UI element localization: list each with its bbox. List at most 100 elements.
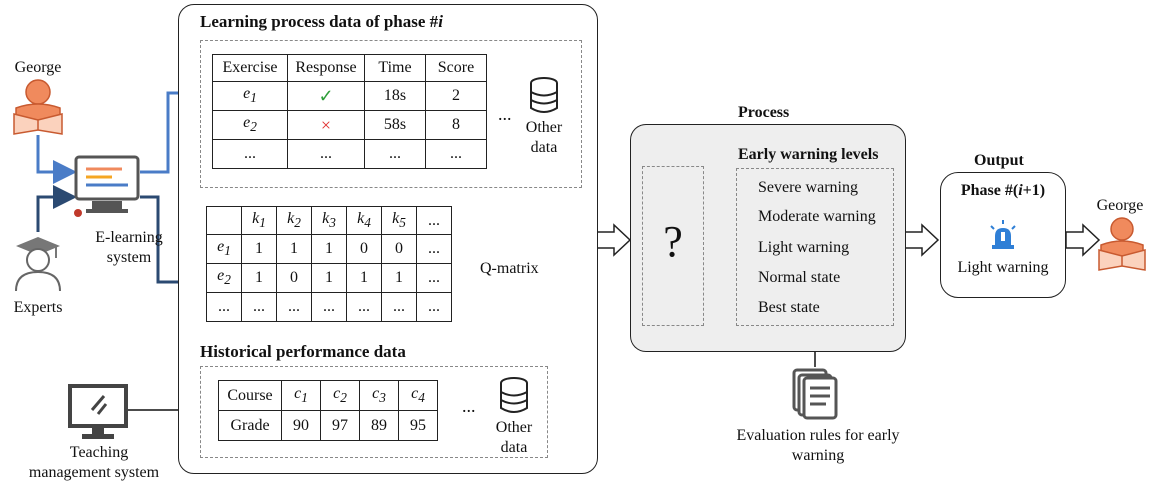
qmatrix-cell: 1 [381, 263, 417, 293]
qmatrix-col-header: k5 [381, 206, 417, 235]
score-header: Score [425, 54, 487, 82]
exercise-cell: ... [212, 139, 288, 169]
output-phase-label: Phase #(i+1) [960, 182, 1046, 199]
qmatrix-col-header: k3 [311, 206, 347, 235]
qmatrix-cell: 1 [311, 263, 347, 293]
historical-dashed-box [200, 366, 548, 458]
qmatrix-cell: 1 [346, 263, 382, 293]
time-cell: 18s [364, 81, 426, 111]
qmatrix-cell: ... [311, 292, 347, 322]
rules-label-line1: Evaluation rules for early [736, 427, 900, 444]
experts-label: Experts [13, 299, 63, 316]
exercise-cell: e1 [212, 81, 288, 111]
panel-to-process-arrow [596, 223, 632, 257]
course-col-header: c3 [359, 380, 399, 411]
output-to-student-arrow [1065, 223, 1101, 257]
exercise-dashed-box [200, 40, 582, 188]
qmatrix-col-header: ... [416, 206, 452, 235]
grade-cell: 89 [359, 410, 399, 441]
level-light: Light warning [758, 239, 850, 256]
qmatrix-cell: 0 [276, 263, 312, 293]
experts-to-system-arrow [36, 185, 77, 232]
elearning-system-label: E-learning system [95, 229, 163, 266]
qmatrix-cell: ... [416, 234, 452, 264]
course-header: Course [218, 380, 282, 411]
other-data-label: Other data [495, 419, 533, 456]
qmatrix-corner [206, 206, 242, 235]
teaching-label-line1: Teaching [69, 444, 129, 461]
cross-mark-icon: × [287, 110, 365, 140]
score-cell: ... [425, 139, 487, 169]
response-cell: ... [287, 139, 365, 169]
grade-label: Grade [218, 410, 282, 441]
levels-dashed-box [736, 168, 894, 326]
course-col-header: c2 [320, 380, 360, 411]
level-severe: Severe warning [758, 179, 858, 196]
model-dashed-box [642, 166, 704, 326]
time-cell: ... [364, 139, 426, 169]
other-data-label: Other data [525, 119, 563, 156]
historical-title: Historical performance data [200, 342, 406, 361]
qmatrix-cell: 0 [381, 234, 417, 264]
rules-label-line2: warning [791, 447, 845, 464]
output-student-name: George [1096, 197, 1144, 214]
documents-icon [792, 368, 838, 420]
qmatrix-cell: ... [416, 263, 452, 293]
course-table: Course c1 c2 c3 c4 Grade 90 97 89 95 [218, 380, 438, 441]
student-name-label: George [14, 59, 62, 76]
exercise-table: Exercise Response Time Score e1 ✓ 18s 2 … [212, 54, 487, 169]
course-col-header: c4 [398, 380, 438, 411]
student-reading-icon [1098, 217, 1146, 271]
time-cell: 58s [364, 110, 426, 140]
qmatrix-col-header: k2 [276, 206, 312, 235]
unknown-model-question: ? [663, 217, 683, 266]
qmatrix-cell: ... [276, 292, 312, 322]
process-box [630, 124, 906, 352]
qmatrix-table: k1 k2 k3 k4 k5 ... e1 1 1 1 0 0 ... e2 1… [206, 206, 452, 322]
teaching-monitor-icon [68, 384, 128, 439]
grade-cell: 97 [320, 410, 360, 441]
elearning-computer-icon [74, 155, 140, 217]
teaching-label-line2: management system [28, 464, 160, 481]
database-icon [530, 77, 558, 113]
student-reading-icon [13, 79, 63, 135]
alarm-siren-icon [990, 220, 1016, 249]
score-cell: 2 [425, 81, 487, 111]
qmatrix-cell: 1 [241, 234, 277, 264]
qmatrix-cell: ... [416, 292, 452, 322]
qmatrix-cell: 1 [311, 234, 347, 264]
qmatrix-cell: ... [346, 292, 382, 322]
qmatrix-col-header: k1 [241, 206, 277, 235]
score-cell: 8 [425, 110, 487, 140]
phase-panel-title: Learning process data of phase #i [200, 12, 443, 31]
output-result: Light warning [957, 259, 1049, 276]
grade-cell: 95 [398, 410, 438, 441]
level-normal: Normal state [758, 269, 841, 286]
qmatrix-label: Q-matrix [480, 260, 539, 277]
level-moderate: Moderate warning [758, 208, 876, 225]
qmatrix-cell: 1 [241, 263, 277, 293]
student-to-system-arrow [36, 135, 77, 184]
time-header: Time [364, 54, 426, 82]
levels-title: Early warning levels [738, 146, 879, 163]
level-best: Best state [758, 299, 820, 316]
qmatrix-row-header: e1 [206, 234, 242, 264]
response-header: Response [287, 54, 365, 82]
database-icon [500, 377, 528, 413]
qmatrix-cell: ... [241, 292, 277, 322]
check-mark-icon: ✓ [287, 81, 365, 111]
output-title: Output [974, 152, 1024, 169]
exercise-cell: e2 [212, 110, 288, 140]
process-to-output-arrow [904, 223, 940, 257]
expert-graduate-icon [15, 237, 61, 292]
qmatrix-col-header: k4 [346, 206, 382, 235]
process-title: Process [738, 104, 790, 121]
qmatrix-row-header: e2 [206, 263, 242, 293]
grade-cell: 90 [281, 410, 321, 441]
exercise-ellipsis: ... [498, 104, 512, 124]
qmatrix-row-header: ... [206, 292, 242, 322]
course-ellipsis: ... [462, 396, 476, 416]
exercise-header: Exercise [212, 54, 288, 82]
course-col-header: c1 [281, 380, 321, 411]
qmatrix-cell: 0 [346, 234, 382, 264]
